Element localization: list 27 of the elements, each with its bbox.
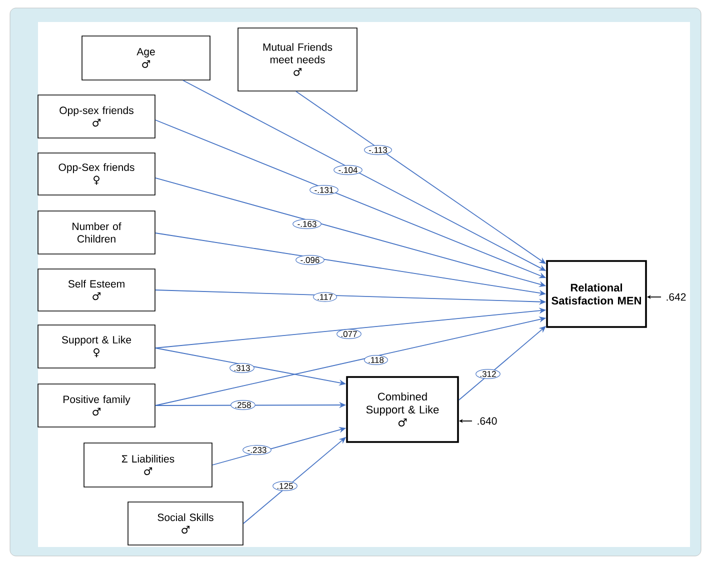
- edge-label: -.113: [364, 145, 392, 155]
- variable-box: Mutual Friends meet needs ♂: [238, 28, 358, 92]
- edge-label: .313: [230, 363, 254, 373]
- variance-label: .642: [666, 293, 686, 301]
- variable-box: Relational Satisfaction MEN: [546, 260, 647, 328]
- variable-box: Number of Children: [38, 210, 156, 254]
- variable-box: Self Esteem ♂: [38, 268, 156, 312]
- edge-label: .118: [364, 355, 388, 365]
- edge-label: .117: [313, 292, 337, 302]
- variable-box: Opp-sex friends ♂: [38, 94, 156, 138]
- variable-box: Social Skills ♂: [128, 502, 244, 546]
- edge-label: -.131: [310, 185, 338, 195]
- variable-box: Opp-Sex friends ♀: [38, 152, 156, 196]
- variable-box: Positive family ♂: [38, 384, 156, 428]
- variance-label: .640: [478, 417, 497, 425]
- edge-label: -.104: [334, 165, 362, 175]
- edge-label: -.163: [292, 219, 322, 229]
- variable-box: Age ♂: [82, 36, 210, 80]
- variable-box: Support & Like ♀: [38, 324, 156, 368]
- variable-box: Σ Liabilities ♂: [84, 442, 212, 488]
- edge-label: -.096: [296, 255, 324, 265]
- edge-label: .125: [272, 481, 298, 491]
- edge-label: .312: [476, 369, 500, 379]
- edge-label: -.233: [242, 445, 272, 455]
- variable-box: Combined Support & Like ♂: [346, 376, 459, 443]
- edge-label: .077: [336, 329, 362, 339]
- edge-label: .258: [230, 400, 256, 410]
